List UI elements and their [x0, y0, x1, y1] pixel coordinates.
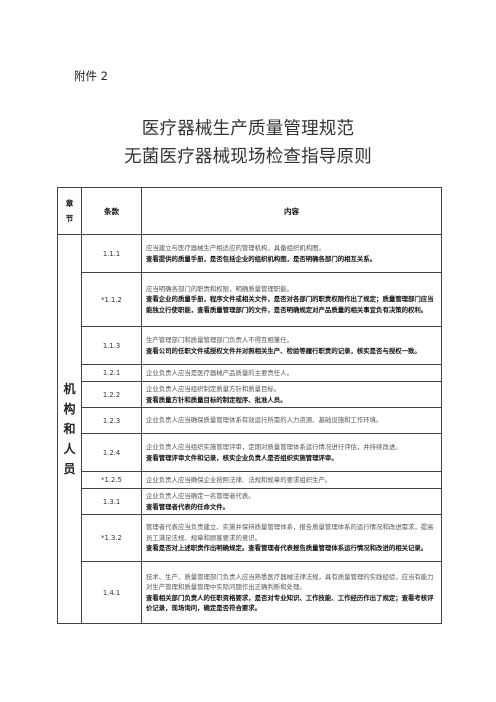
- requirement-text: 企业负责人应当是医疗器械产品质量的主要责任人。: [146, 368, 293, 377]
- content-cell: 应当建立与医疗器械生产相适应的管理机构，具备组织机构图。查看提供的质量手册，是否…: [141, 234, 442, 273]
- content-cell: 企业负责人应当确定一名管理者代表。查看管理者代表的任命文件。: [141, 488, 442, 515]
- check-method-text: 查看公司的任职文件或授权文件并对照相关生产、检验等履行职责的记录，核实是否与授权…: [146, 346, 421, 355]
- check-method-text: 查看提供的质量手册，是否包括企业的组织机构图，是否明确各部门的相互关系。: [146, 254, 377, 263]
- requirement-text: 应当建立与医疗器械生产相适应的管理机构，具备组织机构图。: [146, 244, 325, 253]
- content-cell: 企业负责人应当组织制定质量方针和质量目标。查看质量方针和质量目标的制定程序、批准…: [141, 381, 442, 408]
- header-content: 内容: [141, 187, 442, 235]
- document-title-line-1: 医疗器械生产质量管理规范: [141, 119, 355, 139]
- clause-number: 1.1.3: [81, 326, 142, 365]
- check-method-text: 查看相关部门负责人的任职资格要求，是否对专业知识、工作技能、工作经历作出了规定；…: [146, 593, 434, 612]
- clause-number: 1.2.1: [81, 364, 142, 382]
- check-method-text: 查看质量方针和质量目标的制定程序、批准人员。: [146, 395, 287, 404]
- requirement-text: 企业负责人应当确保质量管理体系有效运行所需的人力资源、基础设施和工作环境。: [146, 416, 383, 425]
- header-chapter: 章节: [57, 187, 82, 235]
- clause-number: *1.1.2: [81, 272, 142, 327]
- requirement-text: 企业负责人应当确保企业按照法律、法规和规章的要求组织生产。: [146, 475, 332, 484]
- clause-number: 1.2.4: [81, 433, 142, 472]
- content-cell: 技术、生产、质量管理部门负责人应当熟悉医疗器械法律法规，具有质量管理的实践经验，…: [141, 561, 442, 624]
- requirement-text: 管理者代表应当负责建立、实施并保持质量管理体系，报告质量管理体系的运行情况和改进…: [146, 523, 434, 542]
- document-title-line-2: 无菌医疗器械现场检查指导原则: [124, 147, 372, 167]
- check-method-text: 查看管理者代表的任命文件。: [146, 502, 230, 511]
- clause-number: *1.3.2: [81, 514, 142, 562]
- content-cell: 生产管理部门和质量管理部门负责人不得互相兼任。查看公司的任职文件或授权文件并对照…: [141, 326, 442, 365]
- clause-number: *1.2.5: [81, 471, 142, 489]
- content-cell: 应当明确各部门的职责和权限，明确质量管理职能。查看企业的质量手册，程序文件或相关…: [141, 272, 442, 327]
- content-cell: 管理者代表应当负责建立、实施并保持质量管理体系，报告质量管理体系的运行情况和改进…: [141, 514, 442, 562]
- table-row: 1.2.3 企业负责人应当确保质量管理体系有效运行所需的人力资源、基础设施和工作环…: [58, 407, 442, 434]
- content-cell: 企业负责人应当确保质量管理体系有效运行所需的人力资源、基础设施和工作环境。: [141, 407, 442, 434]
- check-method-text: 查看是否对上述职责作出明确规定。查看管理者代表报告质量管理体系运行情况和改进的相…: [146, 544, 428, 553]
- content-cell: 企业负责人应当组织实施管理评审，定期对质量管理体系运行情况进行评估，并持续改进。…: [141, 433, 442, 472]
- table-header-row: 章节 条款 内容: [57, 187, 442, 235]
- content-cell: 企业负责人应当是医疗器械产品质量的主要责任人。: [141, 364, 442, 382]
- header-clause: 条款: [81, 187, 142, 235]
- clause-number: 1.2.3: [81, 407, 142, 434]
- requirement-text: 企业负责人应当组织实施管理评审，定期对质量管理体系运行情况进行评估，并持续改进。: [146, 443, 402, 452]
- requirement-text: 企业负责人应当组织制定质量方针和质量目标。: [146, 385, 281, 394]
- check-method-text: 查看管理评审文件和记录，核实企业负责人是否组织实施管理评审。: [146, 453, 338, 462]
- clause-number: 1.1.1: [81, 234, 142, 273]
- table-row: *1.2.5 企业负责人应当确保企业按照法律、法规和规章的要求组织生产。: [58, 471, 442, 489]
- requirement-text: 应当明确各部门的职责和权限，明确质量管理职能。: [146, 284, 293, 293]
- table-row: 1.2.1 企业负责人应当是医疗器械产品质量的主要责任人。: [58, 364, 442, 382]
- requirement-text: 生产管理部门和质量管理部门负责人不得互相兼任。: [146, 336, 293, 345]
- requirement-text: 技术、生产、质量管理部门负责人应当熟悉医疗器械法律法规，具有质量管理的实践经验，…: [146, 572, 434, 592]
- clause-number: 1.4.1: [81, 561, 142, 624]
- requirement-text: 企业负责人应当确定一名管理者代表。: [146, 492, 255, 501]
- clause-number: 1.3.1: [81, 488, 142, 515]
- clause-number: 1.2.2: [81, 381, 142, 408]
- content-cell: 企业负责人应当确保企业按照法律、法规和规章的要求组织生产。: [141, 471, 442, 489]
- header-chapter-label: 章节: [65, 199, 74, 223]
- check-method-text: 查看企业的质量手册，程序文件或相关文件，是否对各部门的职责权限作出了规定；质量管…: [146, 295, 434, 314]
- section-label: 机构和人员: [63, 382, 76, 476]
- section-cell: 机构和人员: [57, 234, 82, 624]
- attachment-label: 附件 2: [74, 69, 108, 83]
